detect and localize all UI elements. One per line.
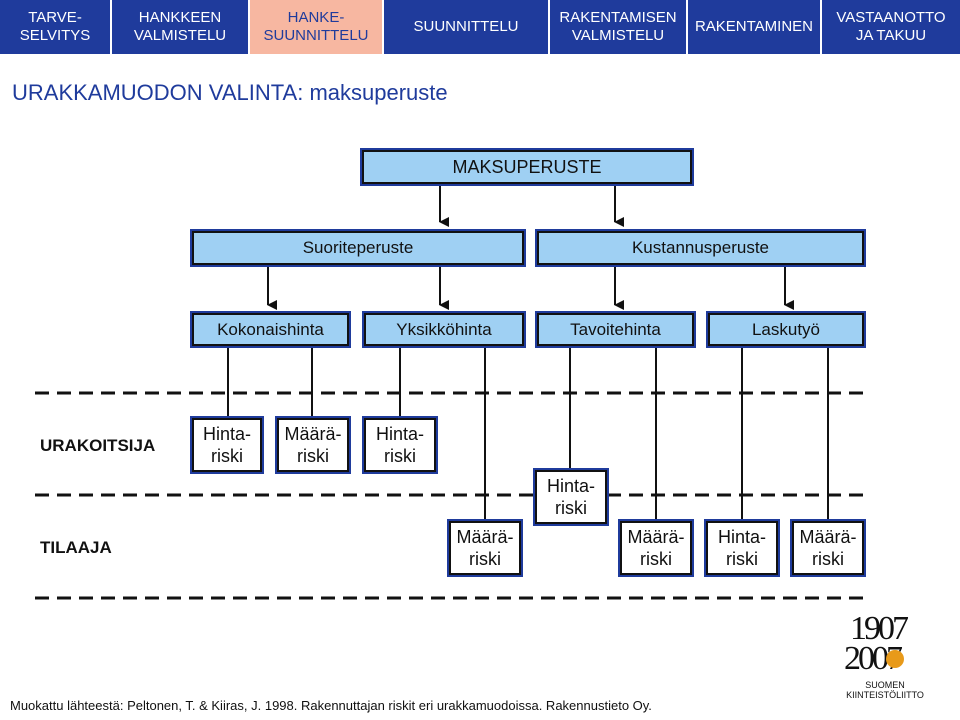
risk-box-hintariski: Hinta- riski <box>535 470 607 524</box>
role-urakoitsija: URAKOITSIJA <box>40 436 156 455</box>
nav-separator <box>110 0 112 54</box>
logo-year-top: 1907 <box>850 610 909 647</box>
tab-hankesuunnittelu[interactable]: HANKE- SUUNNITTELU <box>250 0 382 54</box>
role-tilaaja: TILAAJA <box>40 538 112 557</box>
box-kustannusperuste: Kustannusperuste <box>537 231 864 265</box>
risk-box-hintariski: Hinta- riski <box>192 418 262 472</box>
page-title: URAKKAMUODON VALINTA: maksuperuste <box>12 80 448 105</box>
phase-navigation: TARVE- SELVITYS HANKKEEN VALMISTELU HANK… <box>0 0 960 54</box>
nav-separator <box>248 0 250 54</box>
box-yksikkohinta: Yksikköhinta <box>364 313 524 346</box>
tab-tarveselvitys[interactable]: TARVE- SELVITYS <box>19 9 91 44</box>
box-maksuperuste: MAKSUPERUSTE <box>362 150 692 184</box>
risk-box-maarariski: Määrä- riski <box>792 521 864 575</box>
nav-separator <box>820 0 822 54</box>
tab-vastaanotto-ja-takuu[interactable]: VASTAANOTTO JA TAKUU <box>836 9 946 44</box>
suomen-kiinteistoliitto-logo: 1907 2007 SUOMEN KIINTEISTÖLIITTO <box>840 612 930 702</box>
risk-box-maarariski: Määrä- riski <box>620 521 692 575</box>
box-suoriteperuste: Suoriteperuste <box>192 231 524 265</box>
nav-separator <box>686 0 688 54</box>
nav-separator <box>382 0 384 54</box>
logo-org-name: SUOMEN KIINTEISTÖLIITTO <box>846 680 924 700</box>
risk-box-hintariski: Hinta- riski <box>706 521 778 575</box>
box-laskutyo: Laskutyö <box>708 313 864 346</box>
tab-suunnittelu[interactable]: SUUNNITTELU <box>413 18 519 35</box>
box-kokonaishinta: Kokonaishinta <box>192 313 349 346</box>
tab-rakentaminen[interactable]: RAKENTAMINEN <box>694 18 814 35</box>
logo-emblem-icon <box>886 650 904 668</box>
risk-box-maarariski: Määrä- riski <box>449 521 521 575</box>
risk-box-hintariski: Hinta- riski <box>364 418 436 472</box>
nav-separator <box>548 0 550 54</box>
risk-box-maarariski: Määrä- riski <box>277 418 349 472</box>
tab-rakentamisen-valmistelu[interactable]: RAKENTAMISEN VALMISTELU <box>559 9 677 44</box>
tab-hankkeen-valmistelu[interactable]: HANKKEEN VALMISTELU <box>133 9 227 44</box>
source-citation: Muokattu lähteestä: Peltonen, T. & Kiira… <box>10 698 652 713</box>
box-tavoitehinta: Tavoitehinta <box>537 313 694 346</box>
